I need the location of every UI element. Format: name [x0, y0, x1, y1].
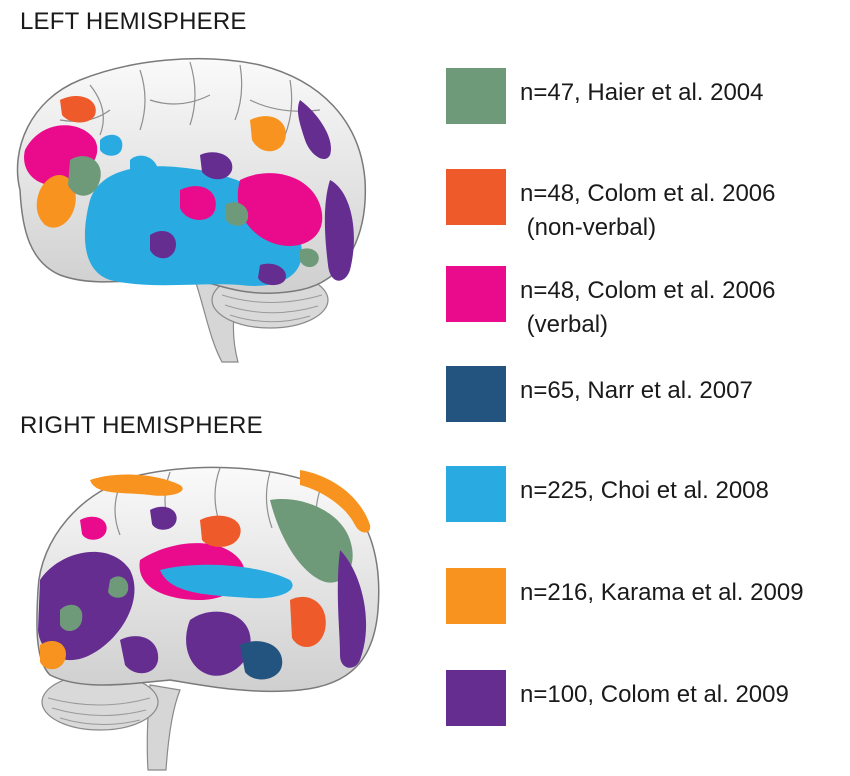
legend-swatch — [446, 670, 506, 726]
right-activation-regions — [38, 470, 371, 680]
legend-label: n=100, Colom et al. 2009 — [520, 681, 789, 708]
legend-item-choi-2008: n=225, Choi et al. 2008 — [446, 466, 846, 526]
left-hemisphere-brain — [16, 57, 367, 363]
legend-label: n=48, Colom et al. 2006 (verbal) — [520, 277, 776, 338]
legend-swatch — [446, 568, 506, 624]
legend-item-karama-2009: n=216, Karama et al. 2009 — [446, 568, 846, 628]
legend-label: n=65, Narr et al. 2007 — [520, 377, 753, 404]
legend-label: n=47, Haier et al. 2004 — [520, 79, 764, 106]
legend-label: n=48, Colom et al. 2006 (non-verbal) — [520, 180, 776, 241]
right-hemisphere-brain — [36, 466, 380, 771]
legend-item-narr-2007: n=65, Narr et al. 2007 — [446, 366, 846, 426]
legend-item-colom-2006-verbal: n=48, Colom et al. 2006 (verbal) — [446, 266, 846, 338]
legend-swatch — [446, 266, 506, 322]
legend-item-colom-2006-nonverbal: n=48, Colom et al. 2006 (non-verbal) — [446, 169, 846, 241]
legend-label: n=216, Karama et al. 2009 — [520, 579, 804, 606]
left-hemisphere-title: LEFT HEMISPHERE — [20, 8, 247, 35]
legend-swatch — [446, 366, 506, 422]
legend-swatch — [446, 68, 506, 124]
legend-swatch — [446, 466, 506, 522]
right-hemisphere-title: RIGHT HEMISPHERE — [20, 412, 263, 439]
legend-swatch — [446, 169, 506, 225]
legend-item-haier-2004: n=47, Haier et al. 2004 — [446, 68, 846, 128]
legend-item-colom-2009: n=100, Colom et al. 2009 — [446, 670, 846, 730]
left-activation-regions — [24, 95, 354, 286]
legend-label: n=225, Choi et al. 2008 — [520, 477, 769, 504]
